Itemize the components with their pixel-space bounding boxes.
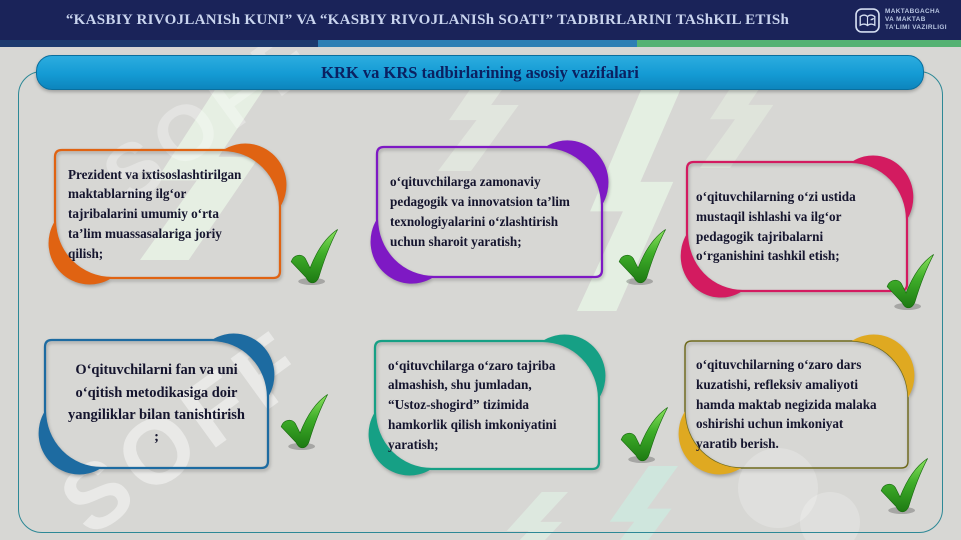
task-card-4: Oʻqituvchilarni fan va uni oʻqitish meto… — [38, 333, 275, 475]
task-card-6: oʻqituvchilarning oʻzaro dars kuzatishi,… — [678, 334, 915, 475]
checkmark-icon — [620, 407, 668, 464]
task-card-1: Prezident va ixtisoslashtirilgan maktabl… — [48, 143, 287, 285]
checkmark-icon — [290, 229, 338, 286]
task-card-2: oʻqituvchilarga zamonaviy pedagogik va i… — [370, 140, 609, 284]
task-card-3: oʻqituvchilarning oʻzi ustida mustaqil i… — [680, 155, 914, 298]
ministry-logo-line1: MAKTABGACHA — [885, 7, 941, 15]
stripe-segment-navy — [0, 40, 318, 47]
card-outline-shape — [38, 333, 275, 475]
ministry-logo-line2: VA MAKTAB — [885, 15, 926, 23]
task-card-text: oʻqituvchilarga oʻzaro tajriba almashish… — [388, 357, 557, 452]
task-card-text: oʻqituvchilarning oʻzi ustida mustaqil i… — [696, 188, 856, 264]
stripe-segment-blue — [318, 40, 637, 47]
watermark-bokeh-circle — [738, 448, 818, 528]
ministry-logo-text: MAKTABGACHA VA MAKTAB TA’LIMI VAZIRLIGI — [885, 8, 947, 33]
slide-header-title: “KASBIY RIVOJLANISh KUNI” VA “KASBIY RIV… — [65, 12, 790, 28]
header-bar: “KASBIY RIVOJLANISh KUNI” VA “KASBIY RIV… — [0, 0, 961, 40]
card-outline-shape — [48, 143, 287, 285]
checkmark-icon — [886, 254, 934, 311]
checkmark-icon — [880, 458, 928, 515]
task-card-text: oʻqituvchilarga zamonaviy pedagogik va i… — [390, 174, 570, 249]
card-outline-shape — [370, 140, 609, 284]
card-outline-shape — [368, 334, 606, 476]
section-title: KRK va KRS tadbirlarining asosiy vazifal… — [321, 62, 639, 82]
card-outline-shape — [678, 334, 915, 475]
task-card-text: Oʻqituvchilarni fan va uni oʻqitish meto… — [67, 362, 245, 446]
task-card-5: oʻqituvchilarga oʻzaro tajriba almashish… — [368, 334, 606, 476]
checkmark-icon — [280, 394, 328, 451]
section-title-banner: KRK va KRS tadbirlarining asosiy vazifal… — [36, 55, 924, 90]
task-card-text: oʻqituvchilarning oʻzaro dars kuzatishi,… — [696, 357, 877, 452]
ministry-logo-line3: TA’LIMI VAZIRLIGI — [885, 24, 947, 32]
header-accent-stripe — [0, 40, 961, 47]
stripe-segment-green — [637, 40, 961, 47]
open-book-icon — [855, 7, 880, 33]
checkmark-icon — [618, 229, 666, 286]
task-card-text: Prezident va ixtisoslashtirilgan maktabl… — [68, 166, 242, 261]
ministry-logo: MAKTABGACHA VA MAKTAB TA’LIMI VAZIRLIGI — [855, 8, 961, 33]
